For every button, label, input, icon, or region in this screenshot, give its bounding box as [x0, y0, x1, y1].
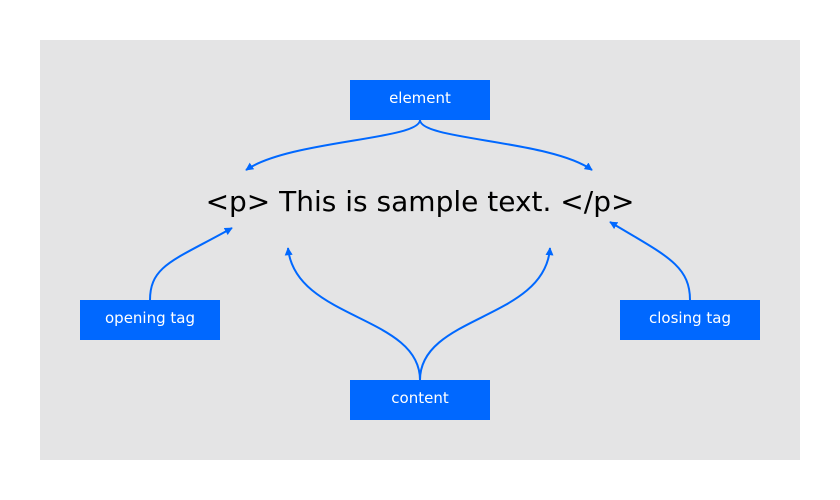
content-label: content: [350, 380, 490, 420]
element-right-arrow: [419, 119, 593, 171]
closing-tag-label: closing tag: [620, 300, 760, 340]
closing-tag-arrow: [609, 221, 691, 301]
opening-tag-arrow: [149, 227, 233, 301]
element-label: element: [350, 80, 490, 120]
opening-tag-label: opening tag: [80, 300, 220, 340]
element-left-arrow: [245, 119, 421, 171]
content-right-arrow: [419, 247, 554, 381]
code-line: <p> This is sample text. </p>: [205, 185, 635, 218]
content-left-arrow: [284, 247, 421, 381]
